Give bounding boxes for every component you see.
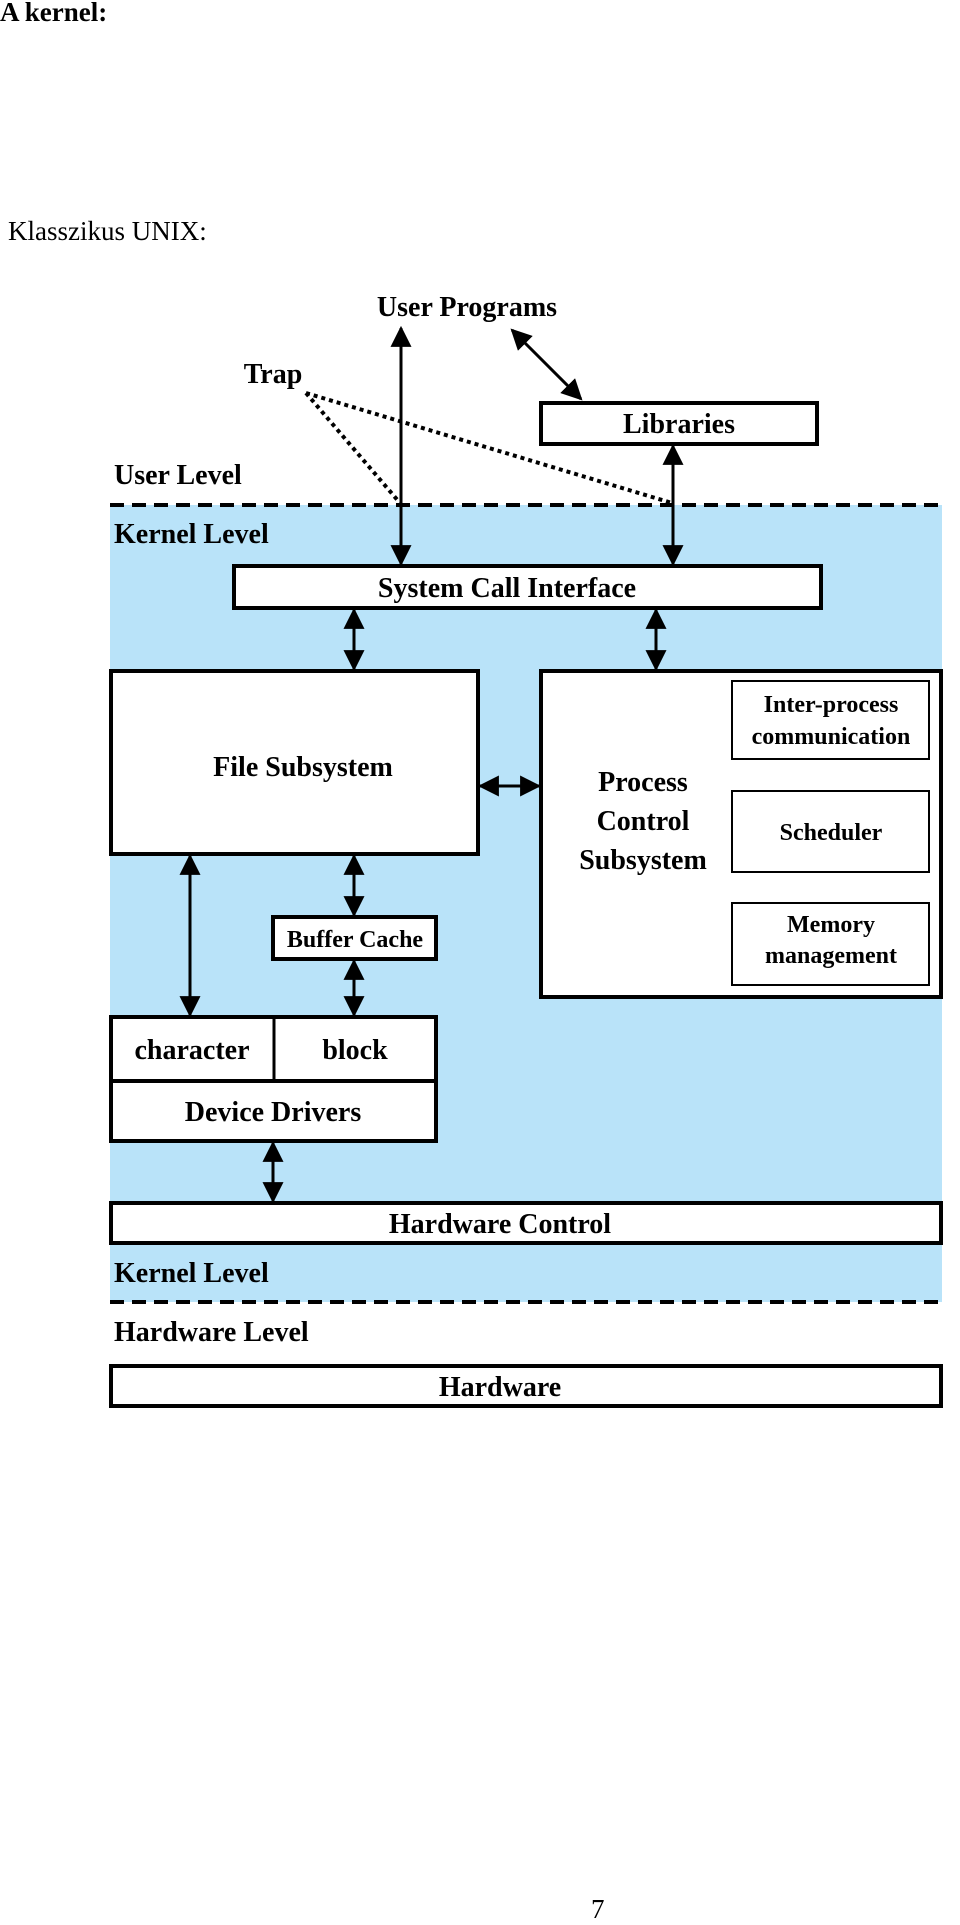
hardware-control-label: Hardware Control — [389, 1209, 611, 1240]
character-label: character — [134, 1035, 249, 1066]
kernel-level-top-label: Kernel Level — [114, 519, 269, 550]
file-subsystem-box — [109, 669, 480, 856]
process-control-label-1: Process — [598, 767, 688, 798]
ipc-label-2: communication — [752, 724, 911, 750]
user-programs-label: User Programs — [377, 292, 557, 323]
hardware-box — [109, 1364, 943, 1408]
memory-management-label-1: Memory — [787, 912, 875, 938]
system-call-interface-box — [232, 564, 823, 610]
libraries-box — [539, 401, 819, 446]
memory-management-label-2: management — [765, 943, 897, 969]
block-label: block — [322, 1035, 388, 1066]
system-call-interface-label: System Call Interface — [378, 573, 636, 604]
process-control-label-3: Subsystem — [579, 845, 707, 876]
ipc-label-1: Inter-process — [764, 692, 899, 718]
page-number: 7 — [591, 1894, 605, 1924]
diagram-caption: Klasszikus UNIX: — [8, 216, 207, 246]
trap-line-1 — [304, 391, 402, 505]
hardware-label: Hardware — [439, 1372, 561, 1403]
hardware-control-box — [109, 1201, 943, 1245]
trap-label: Trap — [244, 359, 303, 390]
kernel-level-bottom-label: Kernel Level — [114, 1258, 269, 1289]
memory-management-box — [731, 902, 930, 986]
page-heading: A kernel: — [0, 0, 108, 27]
arrow-user-programs-libraries — [510, 328, 583, 401]
device-drivers-label: Device Drivers — [185, 1097, 362, 1128]
device-drivers-box — [109, 1079, 438, 1143]
ipc-box — [731, 680, 930, 760]
scheduler-box — [731, 790, 930, 873]
process-control-label-2: Control — [597, 806, 690, 837]
buffer-cache-label: Buffer Cache — [287, 927, 424, 953]
libraries-label: Libraries — [623, 409, 735, 440]
user-level-label: User Level — [114, 460, 242, 491]
scheduler-label: Scheduler — [780, 820, 883, 846]
file-subsystem-label: File Subsystem — [213, 752, 393, 783]
hardware-level-label: Hardware Level — [114, 1317, 309, 1348]
